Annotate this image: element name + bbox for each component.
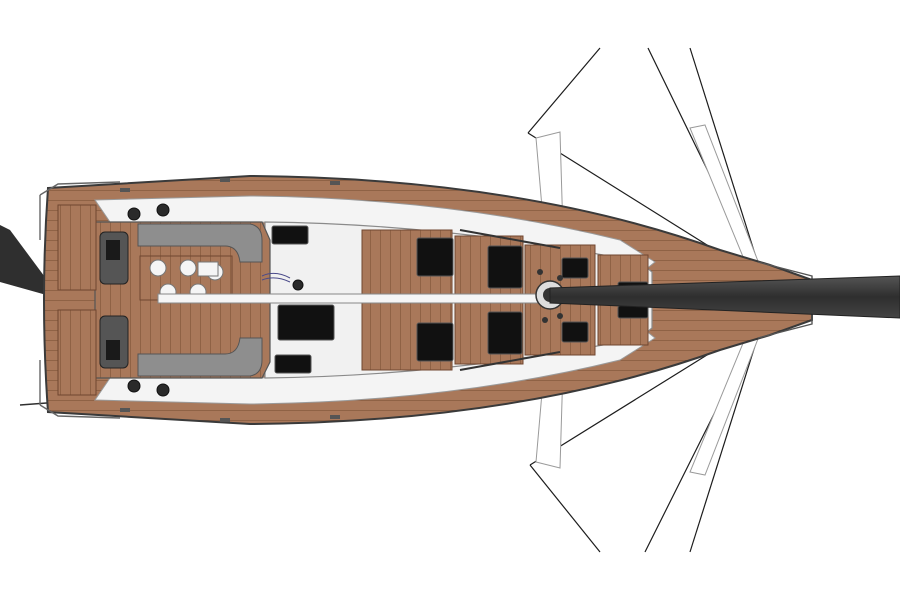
boom (157, 293, 554, 304)
stern-pulpit (39, 181, 121, 419)
sheet-lines (261, 272, 291, 283)
mast (549, 275, 900, 319)
stern-seat-upper (57, 204, 97, 291)
table-center-panel (197, 261, 219, 277)
cockpit-cushion-upper (137, 223, 263, 263)
cockpit-cushion-lower (137, 337, 263, 377)
genoa-tracks (459, 229, 561, 371)
deck-cleats (120, 178, 340, 422)
mast-hardware (537, 269, 563, 323)
stern-seat-lower (57, 309, 97, 396)
backstay (0, 225, 56, 296)
coaming-winches (127, 203, 304, 397)
